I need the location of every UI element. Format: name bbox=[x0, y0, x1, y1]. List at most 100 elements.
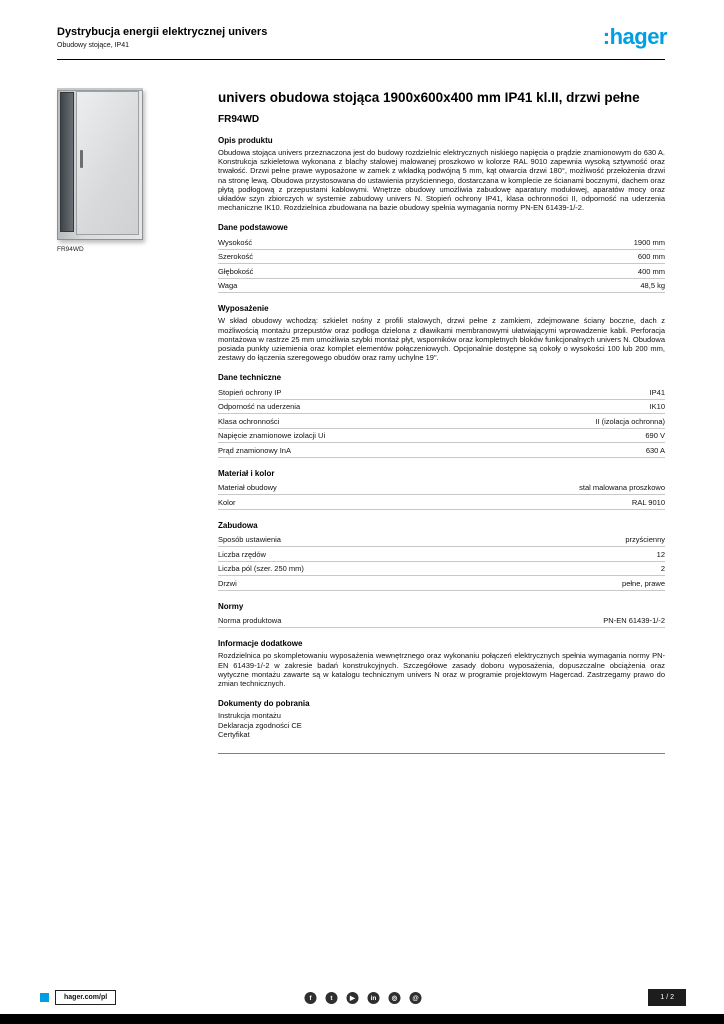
spec-row: Stopień ochrony IP IP41 bbox=[218, 385, 665, 400]
spec-value: 2 bbox=[660, 564, 665, 574]
spec-term: Waga bbox=[218, 281, 238, 291]
section-heading: Dokumenty do pobrania bbox=[218, 699, 310, 709]
website-link[interactable]: hager.com/pl bbox=[55, 990, 117, 1005]
section-heading: Materiał i kolor bbox=[218, 468, 275, 478]
spec-value: IK10 bbox=[649, 402, 665, 412]
facebook-icon[interactable]: f bbox=[304, 992, 317, 1004]
spec-term: Prąd znamionowy InA bbox=[218, 445, 291, 455]
spec-value: II (izolacja ochronna) bbox=[595, 416, 665, 426]
header-category: Dystrybucja energii elektrycznej univers bbox=[57, 26, 268, 38]
spec-row: Waga 48,5 kg bbox=[218, 279, 665, 294]
footer-left: hager.com/pl bbox=[40, 990, 117, 1005]
spec-value: 12 bbox=[656, 549, 665, 559]
spec-term: Drzwi bbox=[218, 578, 237, 588]
spec-term: Odporność na uderzenia bbox=[218, 402, 301, 412]
spec-row: Wysokość 1900 mm bbox=[218, 235, 665, 250]
section-heading: Dane techniczne bbox=[218, 373, 282, 383]
content-end-rule bbox=[218, 752, 665, 754]
spec-rows: Norma produktowa PN-EN 61439-1/-2 bbox=[218, 614, 665, 629]
section-heading: Informacje dodatkowe bbox=[218, 639, 303, 649]
spec-term: Liczba rzędów bbox=[218, 549, 266, 559]
section-heading: Wyposażenie bbox=[218, 304, 269, 314]
spec-value: 400 mm bbox=[637, 266, 665, 276]
content-column: univers obudowa stojąca 1900x600x400 mm … bbox=[218, 90, 665, 754]
product-image bbox=[57, 88, 143, 240]
section-heading: Opis produktu bbox=[218, 136, 273, 145]
spec-rows: Wysokość 1900 mm Szerokość 600 mm Głębokość 4… bbox=[218, 235, 665, 294]
spec-row: Drzwi pełne, prawe bbox=[218, 576, 665, 591]
spec-row: Klasa ochronności II (izolacja ochronna) bbox=[218, 414, 665, 429]
section-heading: Normy bbox=[218, 601, 244, 611]
spec-term: Klasa ochronności bbox=[218, 416, 280, 426]
twitter-icon[interactable]: t bbox=[325, 992, 338, 1004]
spec-value: IP41 bbox=[649, 387, 665, 397]
list-item: Instrukcja montażu bbox=[218, 711, 281, 721]
spec-value: przyścienny bbox=[625, 535, 665, 545]
spec-row: Kolor RAL 9010 bbox=[218, 495, 665, 510]
spec-row: Materiał obudowy stal malowana proszkowo bbox=[218, 481, 665, 496]
section-paragraph: Obudowa stojąca univers przeznaczona jes… bbox=[218, 148, 665, 213]
brand-accent-square bbox=[40, 993, 49, 1002]
spec-row: Odporność na uderzenia IK10 bbox=[218, 400, 665, 415]
spec-value: PN-EN 61439-1/-2 bbox=[603, 616, 665, 626]
section-paragraph: Rozdzielnica po skompletowaniu wyposażen… bbox=[218, 651, 665, 689]
enclosure-door bbox=[76, 91, 139, 235]
spec-value: pełne, prawe bbox=[622, 578, 665, 588]
enclosure-top-edge bbox=[57, 88, 143, 91]
spec-row: Sposób ustawienia przyścienny bbox=[218, 533, 665, 548]
section-paragraph: W skład obudowy wchodzą: szkielet nośny … bbox=[218, 316, 665, 363]
product-reference: FR94WD bbox=[218, 114, 260, 125]
email-icon[interactable]: @ bbox=[409, 992, 422, 1004]
instagram-icon[interactable]: ◎ bbox=[388, 992, 401, 1004]
list-item: Certyfikat bbox=[218, 730, 250, 740]
product-image-caption: FR94WD bbox=[57, 246, 84, 253]
spec-term: Liczba pól (szer. 250 mm) bbox=[218, 564, 304, 574]
header-subcategory: Obudowy stojące, IP41 bbox=[57, 42, 129, 49]
enclosure-interior-strip bbox=[60, 92, 74, 232]
spec-value: 630 A bbox=[645, 445, 665, 455]
spec-row: Liczba pól (szer. 250 mm) 2 bbox=[218, 562, 665, 577]
spec-term: Stopień ochrony IP bbox=[218, 387, 282, 397]
spec-row: Szerokość 600 mm bbox=[218, 250, 665, 265]
spec-term: Kolor bbox=[218, 497, 236, 507]
spec-term: Materiał obudowy bbox=[218, 483, 277, 493]
hager-logo: :hager bbox=[602, 24, 668, 49]
linkedin-icon[interactable]: in bbox=[367, 992, 380, 1004]
section-heading: Zabudowa bbox=[218, 520, 258, 530]
spec-value: stal malowana proszkowo bbox=[579, 483, 665, 493]
spec-row: Głębokość 400 mm bbox=[218, 264, 665, 279]
spec-value: 48,5 kg bbox=[640, 281, 665, 291]
header-divider bbox=[57, 59, 665, 60]
spec-term: Wysokość bbox=[218, 237, 253, 247]
spec-term: Norma produktowa bbox=[218, 616, 282, 626]
enclosure-handle bbox=[80, 150, 83, 168]
spec-row: Norma produktowa PN-EN 61439-1/-2 bbox=[218, 614, 665, 629]
youtube-icon[interactable]: ▶ bbox=[346, 992, 359, 1004]
spec-value: 1900 mm bbox=[633, 237, 665, 247]
spec-value: RAL 9010 bbox=[631, 497, 665, 507]
spec-term: Napięcie znamionowe izolacji Ui bbox=[218, 431, 326, 441]
spec-value: 600 mm bbox=[637, 252, 665, 262]
section-heading: Dane podstawowe bbox=[218, 223, 288, 233]
product-title: univers obudowa stojąca 1900x600x400 mm … bbox=[218, 90, 640, 105]
page-indicator: 1 / 2 bbox=[648, 989, 686, 1006]
spec-row: Prąd znamionowy InA 630 A bbox=[218, 443, 665, 458]
spec-term: Szerokość bbox=[218, 252, 254, 262]
spec-term: Głębokość bbox=[218, 266, 254, 276]
list-item: Deklaracja zgodności CE bbox=[218, 720, 302, 730]
spec-term: Sposób ustawienia bbox=[218, 535, 281, 545]
